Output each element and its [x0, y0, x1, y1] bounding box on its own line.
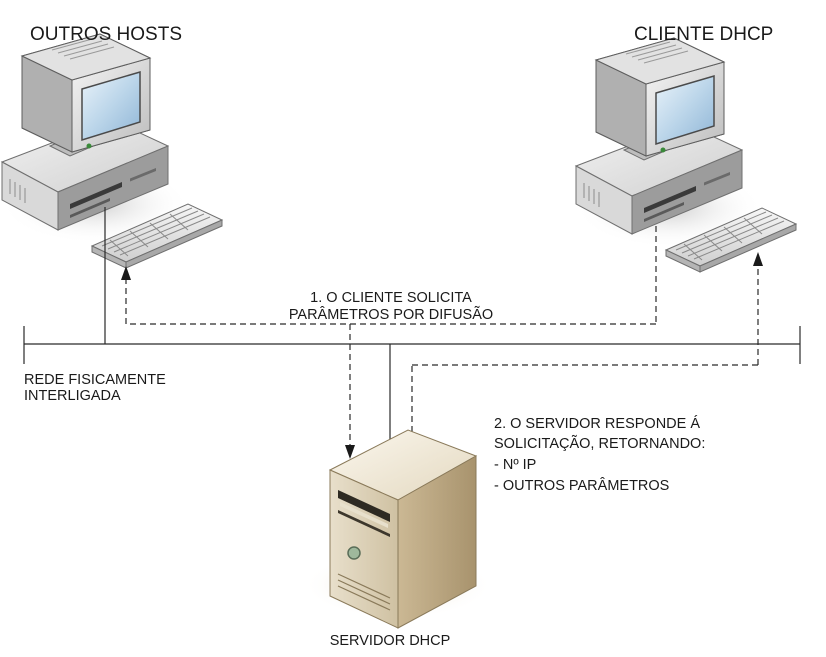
response-path [411, 264, 759, 432]
dhcp-server-icon [304, 429, 492, 629]
response-step-line2: SOLICITAÇÃO, RETORNANDO: [494, 435, 705, 452]
dhcp-server-label: SERVIDOR DHCP [330, 633, 451, 649]
dhcp-client-label: CLIENTE DHCP [634, 24, 773, 45]
response-step-line1: 2. O SERVIDOR RESPONDE Á [494, 415, 700, 432]
response-step-item2: - OUTROS PARÂMETROS [494, 477, 669, 494]
request-step-line1: 1. O CLIENTE SOLICITA [310, 290, 472, 306]
arrow-to-server [345, 445, 355, 459]
dhcp-client-computer-icon [573, 37, 797, 273]
other-hosts-label: OUTROS HOSTS [30, 24, 182, 45]
request-step-line2: PARÂMETROS POR DIFUSÃO [289, 306, 493, 323]
arrow-to-client [753, 252, 763, 266]
network-bus [23, 207, 801, 444]
network-label-line1: REDE FISICAMENTE [24, 372, 166, 388]
response-step-item1: - Nº IP [494, 457, 536, 473]
network-label-line2: INTERLIGADA [24, 388, 121, 404]
arrow-to-other-hosts [121, 266, 131, 280]
other-hosts-computer-icon [0, 33, 223, 269]
request-broadcast-path [125, 226, 657, 448]
